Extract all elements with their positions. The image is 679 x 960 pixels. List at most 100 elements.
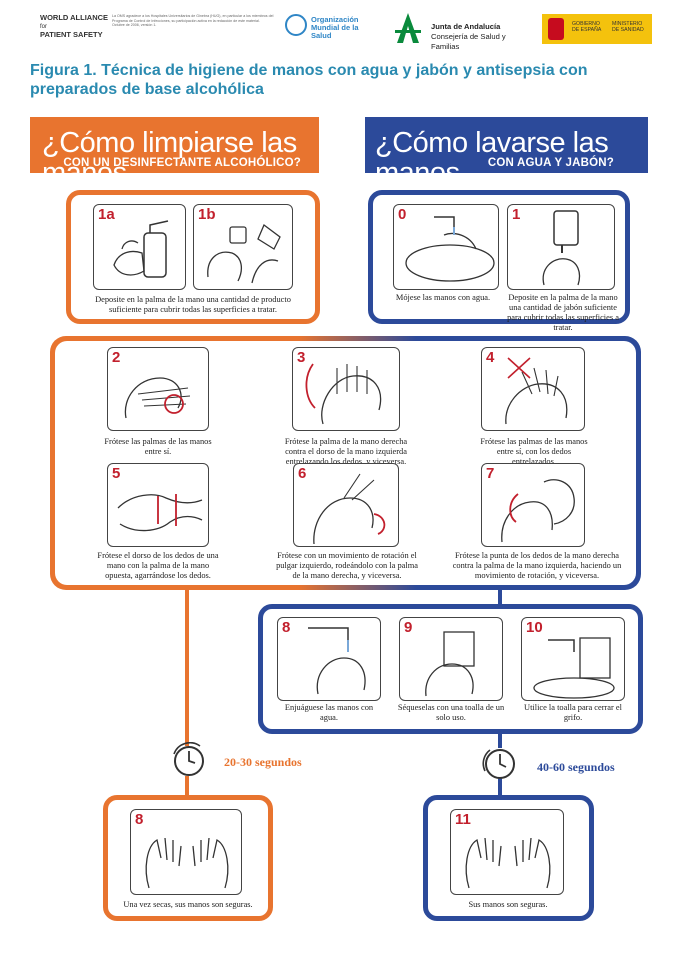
step-7-panel: 7 [481,463,585,547]
water-steps-0-1-frame: 0 1 Mójese las manos con agua. Deposite … [368,190,630,332]
gobierno-espana-logo: GOBIERNO DE ESPAÑA MINISTERIO DE SANIDAD [542,14,652,44]
step-4-caption: Frótese las palmas de las manos entre sí… [480,437,588,466]
step-8-alcohol-caption: Una vez secas, sus manos son seguras. [123,900,253,909]
water-connector-line-2 [498,734,502,748]
step-1ab-caption: Deposite en la palma de la mano una cant… [95,295,291,314]
rinse-hands-icon [308,627,366,695]
alcohol-connector-line-2 [185,776,189,798]
step-1b-number: 1b [198,206,216,223]
who-name-2: Mundial de la Salud [311,23,359,40]
step-6-number: 6 [298,465,307,482]
step-3-panel: 3 [292,347,400,431]
oms-acknowledgement: La OMS agradece a los Hospitales Univers… [112,14,282,28]
water-title: ¿Cómo lavarse las manos [375,127,609,189]
step-8-water-caption: Enjuáguese las manos con agua. [284,703,374,722]
dry-with-towel-icon [425,631,475,697]
step-1a-number: 1a [98,206,115,223]
step-2-number: 2 [112,349,121,366]
water-title-bar: ¿Cómo lavarse las manos CON AGUA Y JABÓN… [365,117,648,188]
step-9-caption: Séqueselas con una toalla de un solo uso… [397,703,505,722]
step-1-panel: 1 [507,204,615,290]
alcohol-connector-line [185,590,189,746]
alcohol-title-bar: ¿Cómo limpiarse las manos CON UN DESINFE… [30,117,319,188]
ministerio-text: MINISTERIO [612,21,643,27]
fingertips-rotation-icon [501,479,575,543]
who-name-1: Organización [311,15,359,24]
step-11-caption: Sus manos son seguras. [468,900,548,909]
alcohol-subtitle: CON UN DESINFECTANTE ALCOHÓLICO? [63,157,301,169]
step-1b-panel: 1b [193,204,293,290]
step-3-number: 3 [297,349,306,366]
fingers-locked-icon [117,494,203,532]
consejeria-name: Consejería de Salud y Familias [431,32,506,51]
step-1-caption: Deposite en la palma de la mano una cant… [507,293,619,332]
oms-note: La OMS agradece a los Hospitales Univers… [112,14,274,23]
water-final-frame: 11 Sus manos son seguras. [423,795,594,921]
world-alliance-text: WORLD ALLIANCE [40,13,109,22]
water-duration: 40-60 segundos [537,760,615,774]
interlaced-fingers-icon [505,357,568,425]
step-4-panel: 4 [481,347,585,431]
wet-hands-tap-icon [405,216,495,282]
step-10-panel: 10 [521,617,625,701]
thumb-rotation-icon [313,473,386,545]
step-0-panel: 0 [393,204,499,290]
step-8-water-number: 8 [282,619,291,636]
alcohol-final-frame: 8 Una vez secas, sus manos son seguras. [103,795,273,921]
step-11-panel: 11 [450,809,564,895]
step-8-alcohol-panel: 8 [130,809,242,895]
step-9-panel: 9 [399,617,503,701]
step-0-number: 0 [398,206,407,223]
soap-dispenser-icon [542,210,581,286]
step-4-number: 4 [486,349,495,366]
safe-hands-icon [465,837,551,889]
step-9-number: 9 [404,619,413,636]
back-of-hand-icon [305,363,382,425]
world-alliance-logo: WORLD ALLIANCE for PATIENT SAFETY [40,14,108,39]
who-logo: Organización Mundial de la Salud [285,12,373,46]
stopwatch-water-icon [482,749,515,779]
step-7-number: 7 [486,465,495,482]
for-text: for [40,24,48,30]
dispenser-pump-icon [113,220,169,278]
step-5-panel: 5 [107,463,209,547]
step-10-caption: Utilice la toalla para cerrar el grifo. [524,703,622,722]
step-3-caption: Frótese la palma de la mano derecha cont… [284,437,408,466]
water-connector-line [498,590,502,606]
gobierno-text: GOBIERNO [572,21,600,27]
alcohol-step-1-frame: 1a 1b Deposite en la palma de la mano un… [66,190,320,324]
step-8-alcohol-number: 8 [135,811,144,828]
step-7-caption: Frótese la punta de los dedos de la mano… [452,551,622,580]
water-steps-8-10-frame: 8 9 10 Enjuáguese las manos con agua. Sé… [258,604,643,734]
water-connector-line-3 [498,778,502,796]
step-6-panel: 6 [293,463,399,547]
step-11-number: 11 [455,811,471,828]
step-5-caption: Frótese el dorso de los dedos de una man… [97,551,219,580]
step-5-number: 5 [112,465,121,482]
palms-rubbing-icon [124,377,191,419]
clean-hands-icon [145,837,229,889]
junta-andalucia-emblem-icon [395,13,421,43]
alcohol-title: ¿Cómo limpiarse las manos [42,127,297,189]
step-8-water-panel: 8 [277,617,381,701]
step-0-caption: Mójese las manos con agua. [395,293,491,302]
who-globe-icon [285,14,307,36]
patient-safety-text: PATIENT SAFETY [40,30,103,39]
hand-with-bottle-icon [207,223,281,284]
alcohol-duration: 20-30 segundos [224,755,302,769]
stopwatch-alcohol-icon [173,742,204,776]
figure-title: Figura 1. Técnica de higiene de manos co… [30,62,588,98]
coat-of-arms-icon [548,18,564,40]
close-tap-towel-icon [533,637,615,699]
oms-date: Octubre de 2006, versión 1. [112,23,157,28]
step-6-caption: Frótese con un movimiento de rotación el… [276,551,418,580]
de-espana-text: DE ESPAÑA [572,27,602,33]
de-sanidad-text: DE SANIDAD [612,27,644,33]
water-subtitle: CON AGUA Y JABÓN? [487,157,614,169]
junta-andalucia-logo: Junta de Andalucía Consejería de Salud y… [393,10,533,51]
step-10-number: 10 [526,619,543,636]
step-1a-panel: 1a [93,204,186,290]
step-2-panel: 2 [107,347,209,431]
step-1-number: 1 [512,206,521,223]
junta-name: Junta de Andalucía [431,22,501,31]
